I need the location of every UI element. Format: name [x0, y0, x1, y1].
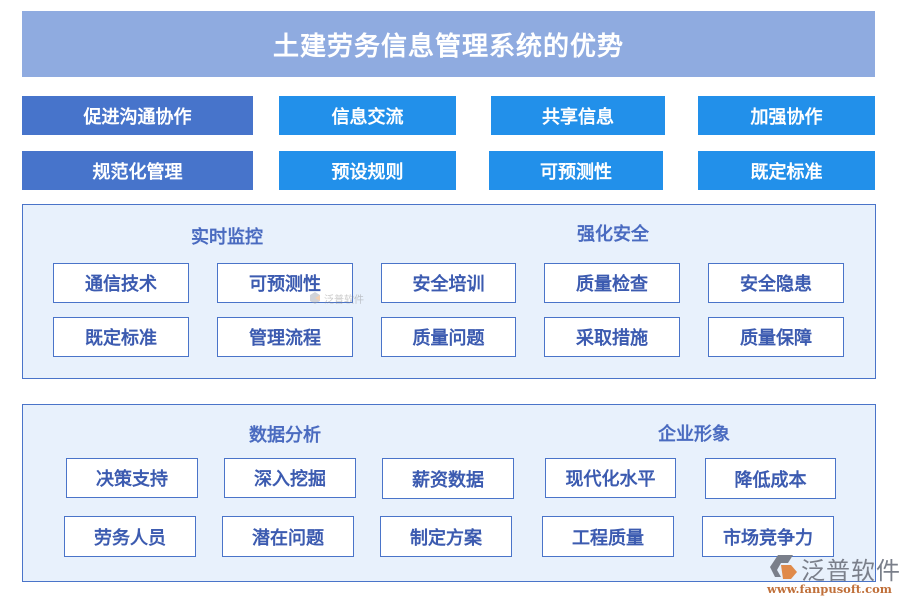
panel-heading: 数据分析 [249, 425, 321, 446]
feature-box: 管理流程 [217, 317, 353, 357]
feature-box: 可预测性 [217, 263, 353, 303]
feature-box: 薪资数据 [382, 458, 514, 499]
panel-heading: 实时监控 [191, 227, 263, 248]
fanpu-logo-icon [310, 292, 320, 304]
feature-box: 劳务人员 [64, 516, 196, 557]
feature-box: 深入挖掘 [224, 458, 356, 498]
advantage-pill: 共享信息 [491, 96, 665, 135]
feature-box: 安全培训 [381, 263, 516, 303]
watermark-small: 泛普软件 [308, 288, 370, 308]
fanpu-logo-icon [770, 555, 797, 579]
brand-logo: 泛普软件 www.fanpusoft.com [765, 551, 900, 597]
brand-url: www.fanpusoft.com [767, 582, 892, 596]
panel-heading: 企业形象 [658, 424, 730, 445]
advantage-pill: 预设规则 [279, 151, 456, 190]
advantage-pill: 促进沟通协作 [22, 96, 253, 135]
feature-box: 市场竞争力 [702, 516, 834, 557]
feature-box: 通信技术 [53, 263, 189, 303]
watermark-small-text: 泛普软件 [324, 294, 364, 306]
feature-box: 质量保障 [708, 317, 844, 357]
advantage-pill: 加强协作 [698, 96, 875, 135]
brand-logo-text: 泛普软件 [801, 557, 900, 585]
feature-box: 制定方案 [380, 516, 512, 557]
feature-box: 潜在问题 [222, 516, 354, 557]
advantage-pill: 信息交流 [279, 96, 456, 135]
feature-box: 质量问题 [381, 317, 516, 357]
feature-box: 工程质量 [542, 516, 674, 557]
feature-box: 现代化水平 [545, 458, 676, 498]
page-title: 土建劳务信息管理系统的优势 [22, 11, 875, 77]
feature-box: 质量检查 [544, 263, 680, 303]
feature-box: 采取措施 [544, 317, 680, 357]
feature-box: 安全隐患 [708, 263, 844, 303]
feature-box: 决策支持 [66, 458, 198, 498]
advantage-pill: 规范化管理 [22, 151, 253, 190]
advantage-pill: 可预测性 [489, 151, 663, 190]
feature-box: 降低成本 [705, 458, 836, 499]
panel-heading: 强化安全 [577, 224, 649, 245]
advantage-pill: 既定标准 [698, 151, 875, 190]
feature-box: 既定标准 [53, 317, 189, 357]
